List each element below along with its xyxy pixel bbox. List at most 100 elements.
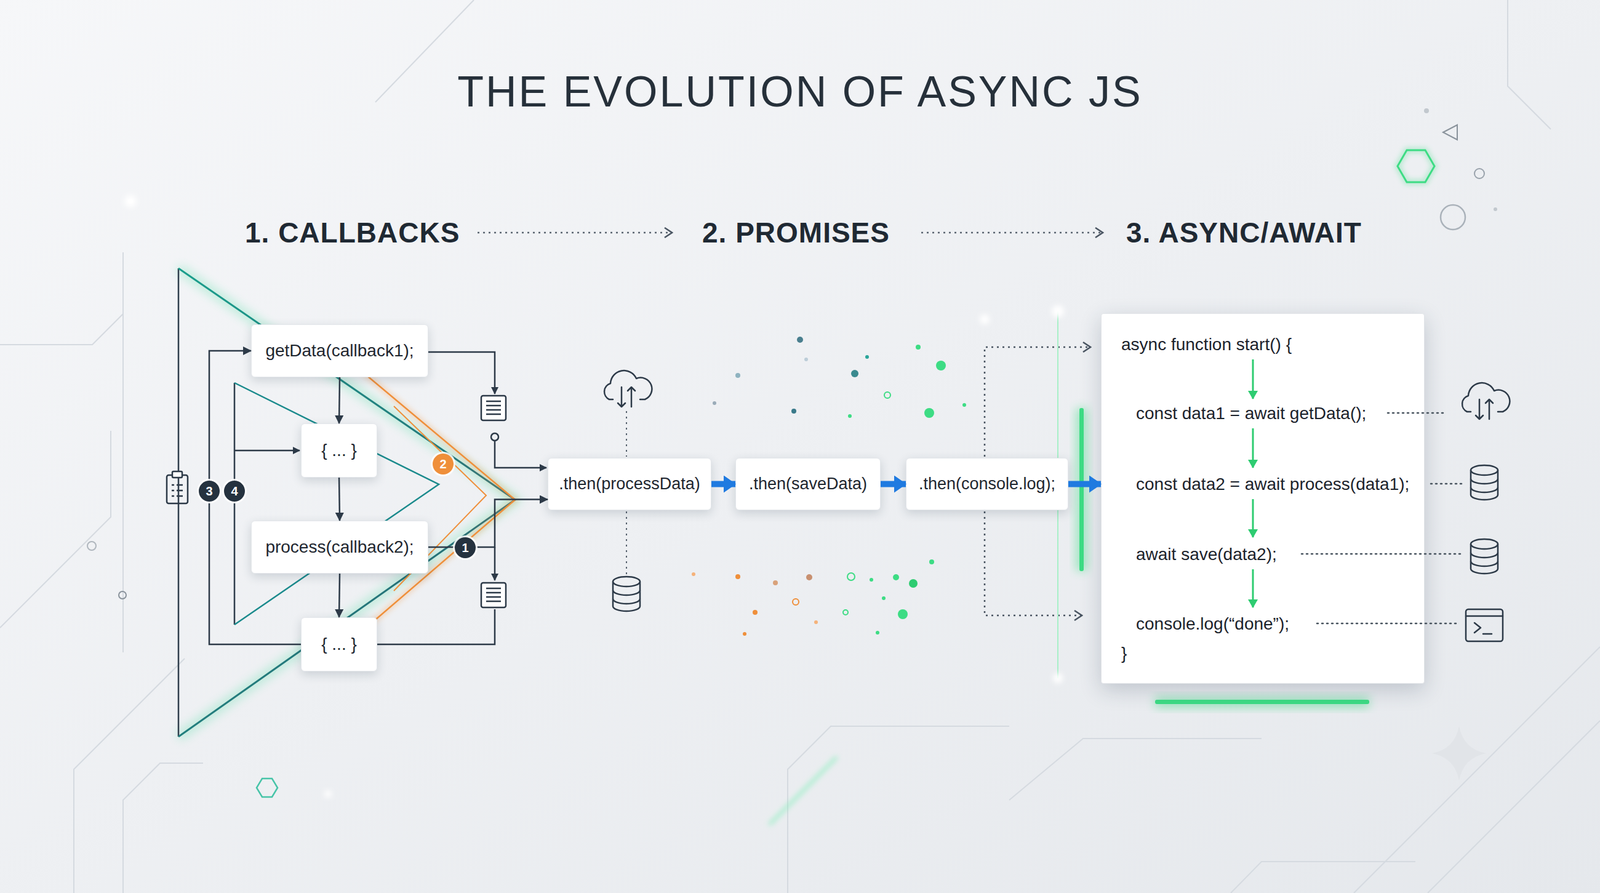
box-label: .then(processData): [558, 473, 701, 494]
promise-chain-arrow: [1068, 481, 1101, 488]
callback-triangles: [177, 268, 180, 737]
callback-flow-arrow: [209, 350, 301, 645]
decor-shapes: [118, 591, 127, 599]
dotted-connector: [984, 347, 1091, 457]
particle-dots: [847, 572, 855, 581]
particle-dots: [869, 577, 874, 582]
decor-shapes: [1440, 204, 1466, 230]
decor-shapes: [87, 541, 96, 551]
particle-dots: [806, 574, 813, 581]
callback-flow-arrow: [428, 499, 548, 548]
green-glow-bar: [1079, 408, 1084, 572]
promise-chain-arrow: [880, 481, 906, 488]
green-glow-bar: [1051, 305, 1064, 318]
circuit-lines: [1230, 861, 1416, 893]
box-label: .then(console.log);: [918, 473, 1056, 494]
circuit-lines: [1353, 646, 1600, 893]
document-icon: [481, 395, 506, 421]
clipboard-icon: [171, 484, 183, 496]
circuit-lines: [0, 430, 111, 628]
decor-shapes: [1397, 150, 1435, 183]
decor-shapes: [128, 198, 133, 204]
promise-then-box: .then(console.log);: [905, 457, 1069, 511]
callback-triangles: [344, 356, 516, 647]
decor-shapes: [1424, 108, 1429, 114]
particle-dots: [792, 598, 799, 605]
clipboard-icon: [166, 475, 188, 504]
circuit-lines: [787, 726, 1010, 893]
step-arrow: [921, 232, 1103, 234]
document-icon: [481, 582, 506, 608]
particle-dots: [814, 620, 818, 624]
leader-line: [1387, 412, 1447, 415]
decor-shapes: [1397, 150, 1435, 183]
callback-body-box: { ... }: [300, 617, 378, 672]
particle-dots: [875, 630, 880, 635]
particle-dots: [796, 336, 804, 343]
particle-dots: [691, 572, 696, 576]
title-glow: [707, 129, 893, 133]
callback-wires: [234, 449, 300, 452]
decor-shapes: [1493, 207, 1498, 212]
callback-wires: [428, 352, 495, 394]
callout-number: 1: [454, 537, 476, 559]
clipboard-icon: [172, 471, 183, 478]
code-line: async function start() {: [1121, 334, 1292, 356]
callback-wires: [491, 433, 499, 441]
callback-flow-arrow: [339, 377, 340, 424]
green-glow-bar: [1052, 673, 1063, 684]
circuit-lines: [1507, 0, 1551, 130]
particle-dots: [848, 414, 852, 418]
decor-shapes: [124, 195, 137, 208]
particle-dots: [851, 369, 859, 378]
box-label: process(callback2);: [265, 536, 414, 558]
box-label: .then(saveData): [748, 473, 868, 494]
flow-arrow: [1252, 359, 1255, 608]
callback-wires: [494, 547, 496, 581]
callback-wires: [377, 609, 495, 645]
callout-number: 3: [198, 480, 220, 502]
clipboard-icon: [166, 471, 188, 504]
decor-shapes: [256, 778, 278, 797]
terminal-icon: [1465, 609, 1503, 642]
code-line: await save(data2);: [1136, 544, 1277, 565]
circuit-lines: [123, 763, 204, 893]
particle-dots: [936, 360, 946, 371]
particle-dots: [881, 596, 886, 600]
section-heading: 1. CALLBACKS: [244, 216, 460, 250]
section-heading: 2. PROMISES: [702, 216, 890, 250]
green-glow-bar: [1155, 696, 1370, 708]
box-label: { ... }: [321, 440, 357, 461]
particle-dots: [962, 403, 967, 407]
particle-dots: [865, 355, 869, 359]
callback-triangles: [178, 268, 516, 737]
callback-triangles: [178, 268, 516, 737]
particle-dots: [735, 372, 741, 378]
decor-shapes: [87, 108, 1498, 798]
decor-shapes: [1474, 168, 1485, 179]
box-label: getData(callback1);: [265, 340, 414, 362]
circuit-lines: [1009, 738, 1262, 800]
flow-arrow: [1252, 569, 1255, 608]
callback-flow-arrow: [339, 477, 340, 521]
promise-then-box: .then(saveData): [735, 457, 881, 511]
leader-line: [625, 411, 628, 457]
section-heading: 3. ASYNC/AWAIT: [1126, 216, 1362, 250]
leader-line: [1316, 622, 1460, 625]
code-line: const data2 = await process(data1);: [1136, 473, 1410, 495]
promise-then-box: .then(processData): [547, 457, 712, 511]
circuit-lines: [375, 0, 474, 103]
database-icon: [1470, 539, 1498, 574]
leader-line: [1301, 412, 1464, 624]
callback-wires: [494, 440, 547, 468]
leader-line: [1301, 553, 1464, 556]
code-panel: async function start() {const data1 = aw…: [1100, 313, 1425, 684]
particle-dots: [742, 632, 747, 636]
particle-dots: [791, 408, 797, 414]
particle-dots: [772, 580, 778, 586]
particle-dots: [908, 579, 918, 588]
